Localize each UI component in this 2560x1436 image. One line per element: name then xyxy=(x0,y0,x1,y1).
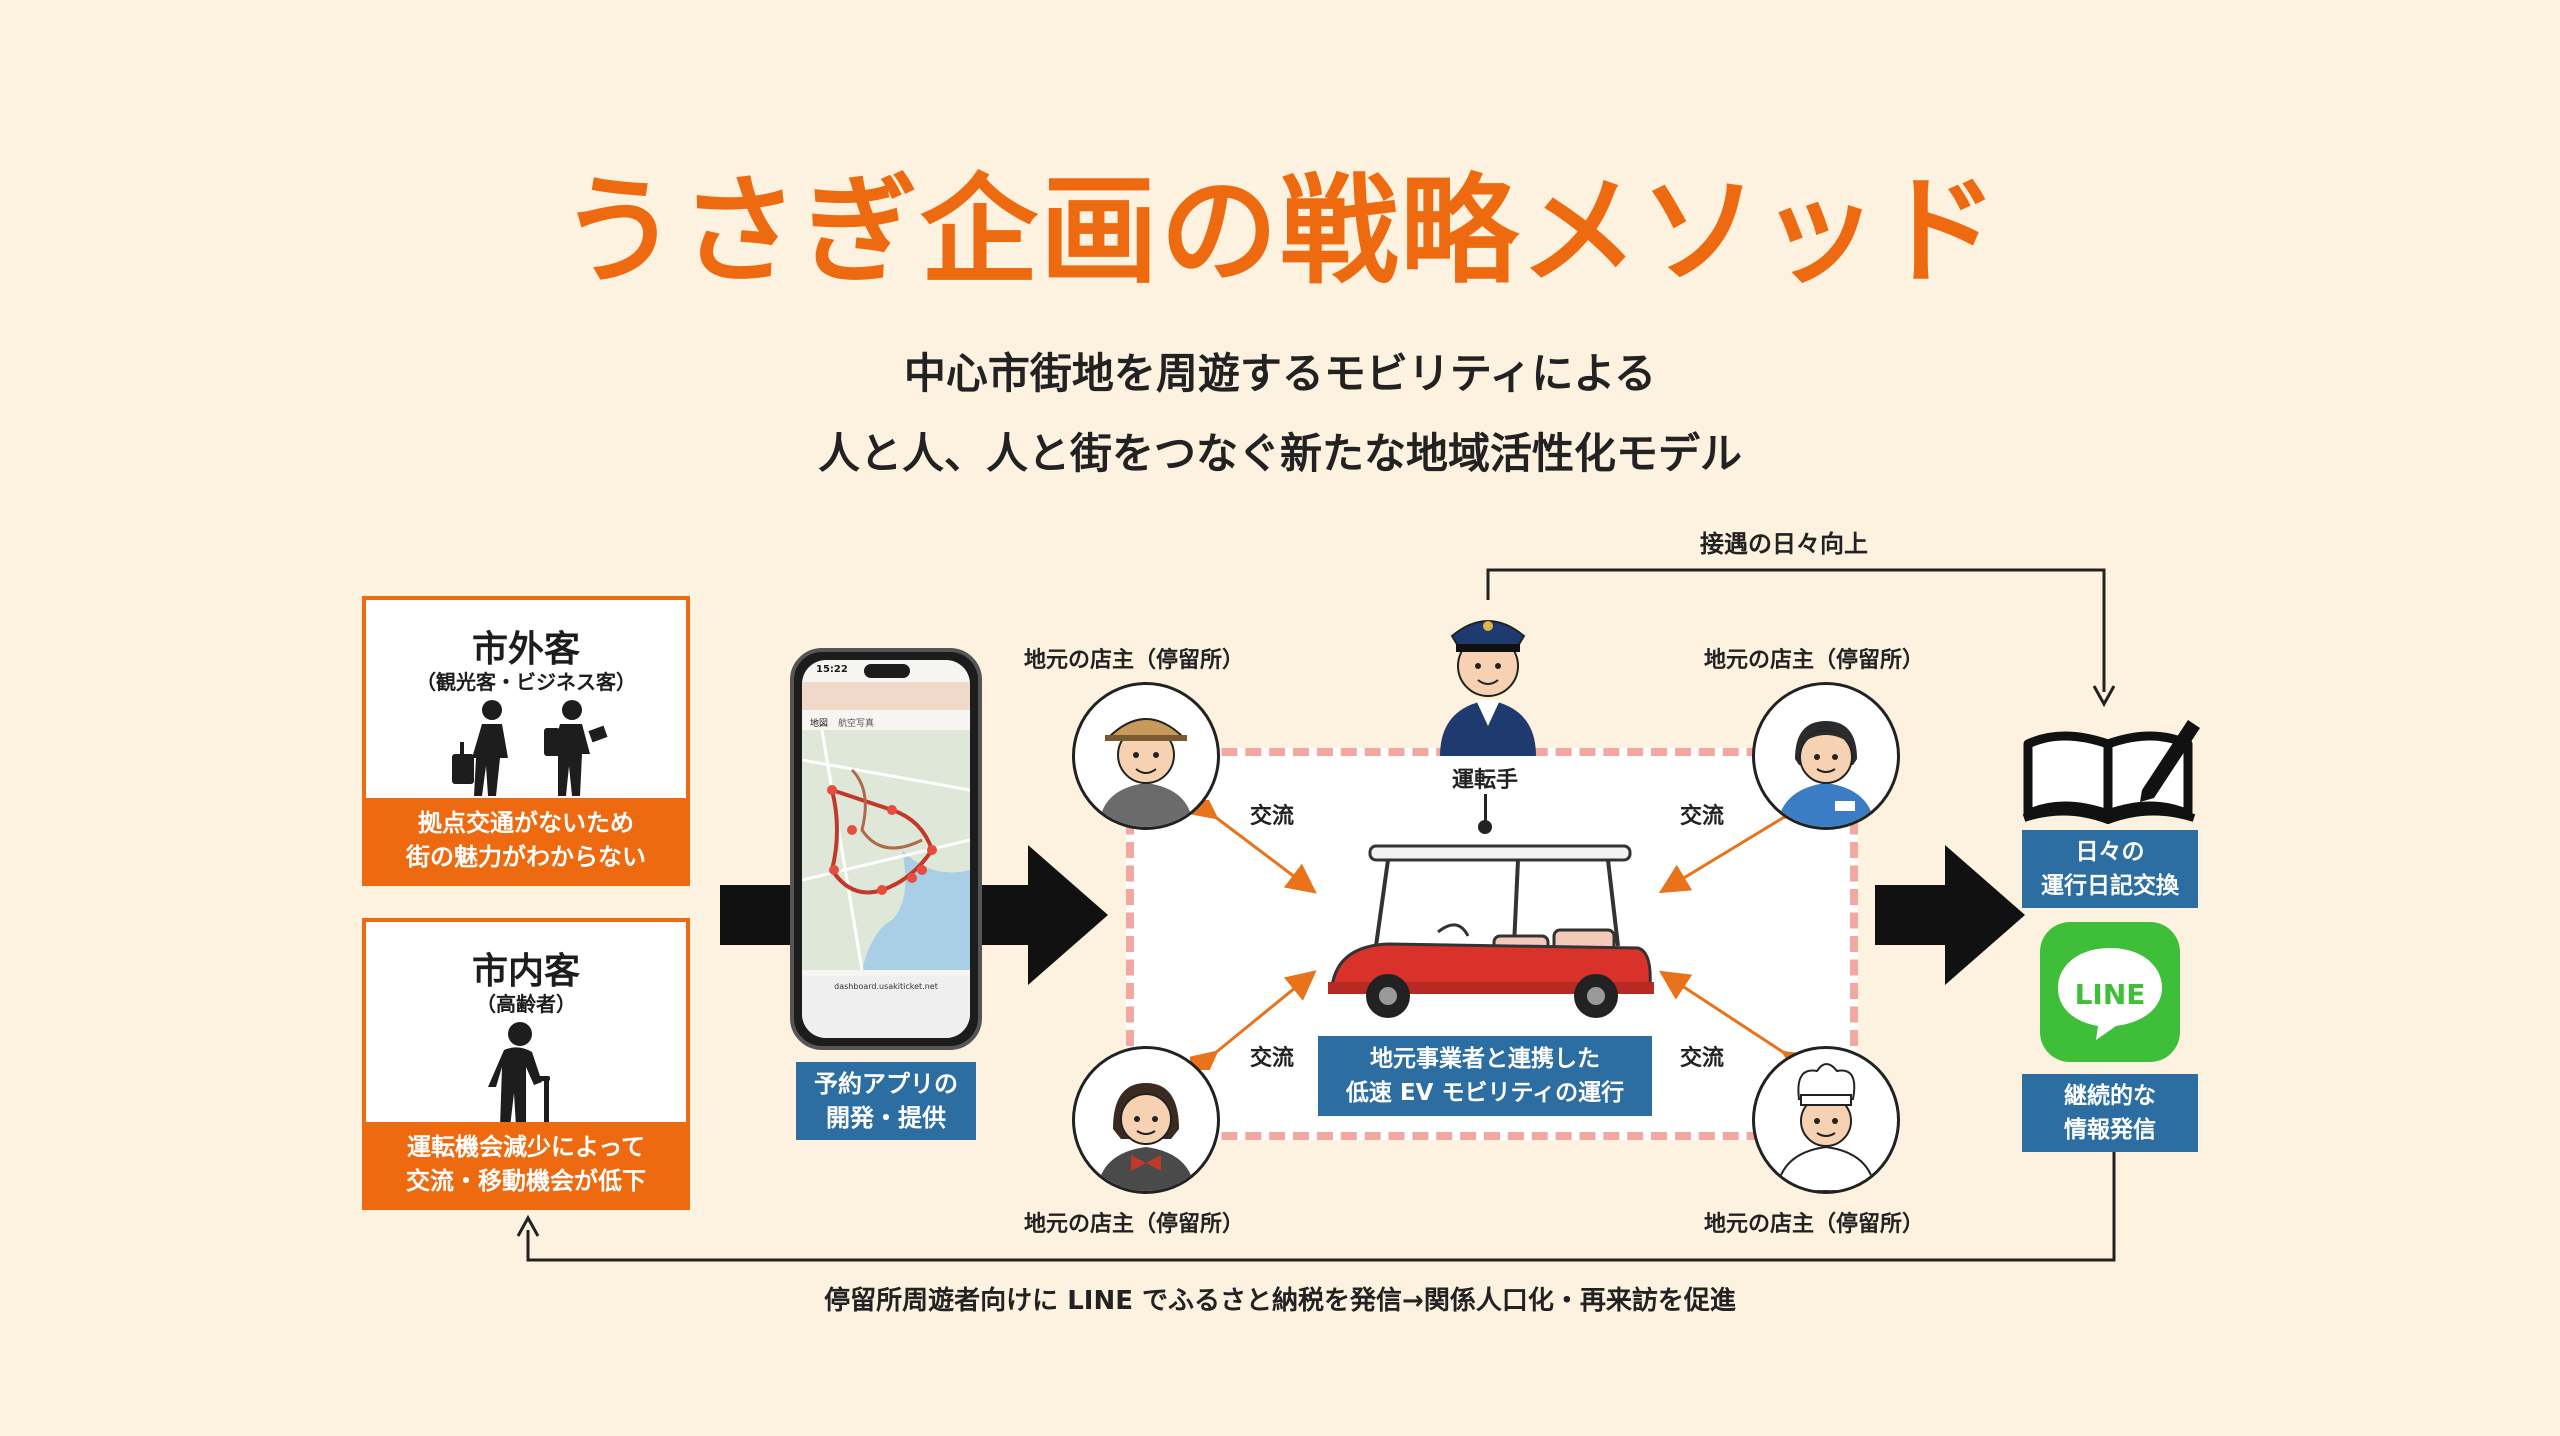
shopkeeper-server-icon xyxy=(1097,1083,1195,1191)
exchange-label-bottom-right: 交流 xyxy=(1680,1046,1725,1071)
exchange-arrows xyxy=(1190,800,1810,1070)
route-map[interactable] xyxy=(802,730,970,970)
phone-tab-map[interactable]: 地図 xyxy=(810,719,829,729)
app-caption-line2: 開発・提供 xyxy=(826,1104,946,1132)
shopkeeper-hat-icon xyxy=(1099,718,1193,827)
phone-app-header xyxy=(802,682,970,710)
elderly-person-icon xyxy=(488,1022,550,1128)
app-caption-line1: 予約アプリの xyxy=(814,1070,958,1098)
driver-icon xyxy=(1440,620,1536,756)
arrow-service-to-followup xyxy=(1875,845,2025,985)
shopkeeper-bottom-right xyxy=(1752,1046,1900,1194)
phone-notch xyxy=(864,664,910,678)
service-caption-line1: 地元事業者と連携した xyxy=(1370,1046,1600,1072)
page-title: うさぎ企画の戦略メソッド xyxy=(559,162,2000,300)
customer-outside-subtitle: （観光客・ビジネス客） xyxy=(416,670,636,694)
line-logo-text: LINE xyxy=(2074,978,2146,1011)
info-caption: 継続的な 情報発信 xyxy=(2022,1074,2198,1152)
phone-time: 15:22 xyxy=(816,664,848,675)
customer-outside-issue-line1: 拠点交通がないため xyxy=(418,809,634,837)
phone-browser-bar xyxy=(802,976,970,1038)
diary-caption-line1: 日々の xyxy=(2075,839,2145,865)
exchange-label-top-right: 交流 xyxy=(1680,804,1725,829)
shopkeeper-bottom-left xyxy=(1072,1046,1220,1194)
driver-label: 運転手 xyxy=(1452,768,1519,793)
customer-outside-title: 市外客 xyxy=(471,629,580,670)
bottom-flow-arrow xyxy=(516,1152,2116,1262)
phone-url[interactable]: dashboard.usakiticket.net xyxy=(834,982,938,991)
driver-connector xyxy=(1484,794,1487,828)
shop-label-top-right: 地元の店主（停留所） xyxy=(1704,648,1925,673)
shopkeeper-top-left xyxy=(1072,682,1220,830)
shopkeeper-top-right xyxy=(1752,682,1900,830)
service-caption: 地元事業者と連携した 低速 EV モビリティの運行 xyxy=(1318,1036,1652,1116)
customer-box-inside: 市内客 （高齢者） 運転機会減少によって 交流・移動機会が低下 xyxy=(362,918,690,1210)
customer-inside-issue-line2: 交流・移動機会が低下 xyxy=(406,1167,646,1195)
diary-caption-line2: 運行日記交換 xyxy=(2041,873,2179,899)
shop-label-top-left: 地元の店主（停留所） xyxy=(1024,648,1245,673)
exchange-label-top-left: 交流 xyxy=(1250,804,1295,829)
shop-label-bottom-right: 地元の店主（停留所） xyxy=(1704,1212,1925,1237)
ev-cart-illustration xyxy=(1328,844,1654,1018)
line-speech-bubble-icon xyxy=(2058,948,2162,1040)
smartphone: 15:22 地図 航空写真 dashboard.usakiticket.net xyxy=(790,648,982,1050)
shop-label-bottom-left: 地元の店主（停留所） xyxy=(1024,1212,1245,1237)
top-flow-label: 接遇の日々向上 xyxy=(1700,530,1868,558)
info-caption-line1: 継続的な xyxy=(2064,1083,2156,1109)
customer-inside-subtitle: （高齢者） xyxy=(476,992,576,1016)
diary-caption: 日々の 運行日記交換 xyxy=(2022,830,2198,908)
customer-box-outside: 市外客 （観光客・ビジネス客） 拠点交通がないため 街の魅力がわからない xyxy=(362,596,690,886)
info-caption-line2: 情報発信 xyxy=(2064,1117,2156,1143)
customer-inside-issue-line1: 運転機会減少によって xyxy=(406,1133,646,1161)
customer-inside-issue: 運転機会減少によって 交流・移動機会が低下 xyxy=(366,1122,686,1206)
bottom-flow-label: 停留所周遊者向けに LINE でふるさと納税を発信→関係人口化・再来訪を促進 xyxy=(824,1286,1736,1316)
app-caption: 予約アプリの 開発・提供 xyxy=(796,1062,976,1140)
top-flow-arrow xyxy=(1486,568,2116,708)
line-app-logo: LINE xyxy=(2040,922,2180,1062)
diary-book-icon xyxy=(2022,720,2200,824)
travelers-icon xyxy=(452,700,608,796)
subtitle-line-1: 中心市街地を周遊するモビリティによる xyxy=(903,349,1657,398)
phone-screen: 15:22 地図 航空写真 dashboard.usakiticket.net xyxy=(802,660,970,1038)
service-caption-line2: 低速 EV モビリティの運行 xyxy=(1345,1080,1625,1106)
shopkeeper-woman-icon xyxy=(1777,721,1875,827)
phone-tab-aerial[interactable]: 航空写真 xyxy=(838,719,875,729)
driver-connector-dot xyxy=(1478,820,1492,834)
arrow-app-to-service xyxy=(978,845,1108,985)
subtitle-line-2: 人と人、人と街をつなぐ新たな地域活性化モデル xyxy=(817,429,1742,478)
customer-outside-issue: 拠点交通がないため 街の魅力がわからない xyxy=(366,798,686,882)
shopkeeper-chef-icon xyxy=(1775,1063,1877,1191)
customer-inside-title: 市内客 xyxy=(471,951,580,992)
customer-outside-issue-line2: 街の魅力がわからない xyxy=(406,843,646,871)
exchange-label-bottom-left: 交流 xyxy=(1250,1046,1295,1071)
